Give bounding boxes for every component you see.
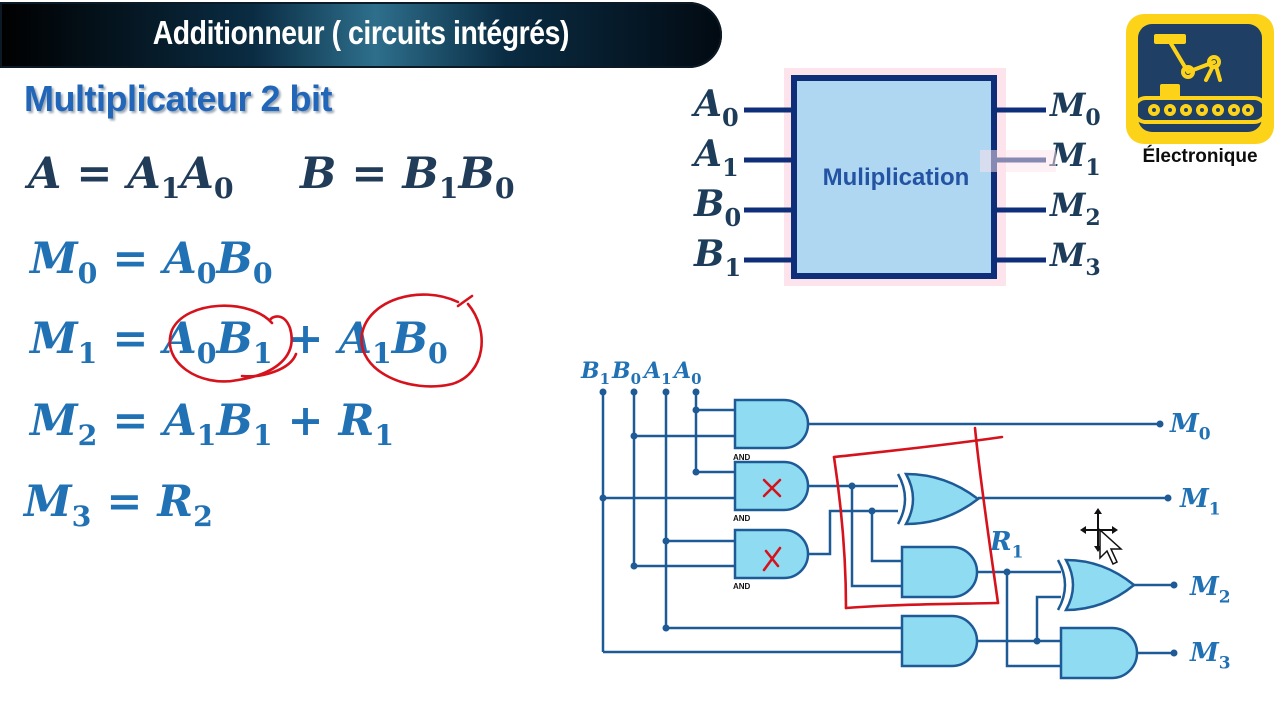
block-output-label: M1 — [1049, 136, 1101, 181]
xor-gate-back-curve — [1056, 559, 1067, 611]
circuit-wire — [870, 511, 902, 563]
block-input-label: A1 — [691, 133, 739, 182]
circle-annotation-tail — [240, 352, 298, 378]
circle-annotation-a0b1 — [168, 304, 293, 383]
highlight-mark — [980, 150, 1056, 172]
bus-junction — [630, 388, 638, 396]
and-gate-a0b0 — [733, 398, 810, 450]
xor-gate-back-curve — [896, 473, 907, 525]
cross-annotation-1 — [762, 478, 782, 498]
wire-junction — [630, 562, 638, 570]
block-input-label: A0 — [691, 83, 739, 132]
title-banner — [0, 2, 722, 68]
wire-junction — [1170, 649, 1178, 657]
page-title: Additionneur ( circuits intégrés) — [152, 14, 570, 51]
circle-annotation-tick — [456, 294, 474, 308]
wire-junction — [848, 482, 856, 490]
robot-arm-conveyor-icon — [1132, 34, 1268, 124]
and-gate-m3 — [1059, 626, 1139, 680]
wire-junction — [868, 507, 876, 515]
circle-annotation-a1b0 — [360, 293, 483, 388]
equation-m2: M2 = A1B1 + R1 — [30, 396, 395, 452]
circuit-wire — [850, 486, 902, 588]
block-label: Muliplication — [823, 164, 970, 191]
circuit-input-label: B0 — [611, 358, 641, 388]
gate-label: AND — [733, 453, 751, 462]
equation-m0: M0 = A0B0 — [30, 234, 273, 290]
multiplication-block — [791, 75, 997, 279]
wire-junction — [692, 468, 700, 476]
wire-junction — [692, 406, 700, 414]
block-input-label: B0 — [693, 183, 741, 232]
wire-junction — [662, 537, 670, 545]
and-gate-r1 — [900, 545, 979, 599]
wire-junction — [599, 494, 607, 502]
xor-gate-m1 — [903, 472, 981, 526]
section-subtitle: Multiplicateur 2 bit — [24, 78, 333, 119]
r1-label: R1 — [989, 527, 1023, 562]
bus-junction — [599, 388, 607, 396]
equation-b-definition: B = B1B0 — [300, 149, 515, 205]
circuit-output-label: M0 — [1169, 409, 1211, 444]
channel-logo — [1126, 14, 1274, 144]
circuit-output-label: M3 — [1189, 638, 1231, 673]
circuit-wire — [1035, 595, 1061, 641]
circuit-input-label: A1 — [642, 358, 672, 388]
block-input-label: B1 — [693, 233, 741, 282]
and-gate-a1b1 — [900, 614, 979, 668]
circuit-input-label: B1 — [580, 358, 610, 388]
box-annotation-bottom — [844, 601, 1000, 610]
block-output-label: M3 — [1049, 236, 1101, 281]
circuit-output-label: M1 — [1179, 484, 1221, 519]
bus-junction — [692, 388, 700, 396]
equation-m3: M3 = R2 — [24, 477, 213, 533]
xor-gate-m2 — [1063, 558, 1136, 612]
block-output-label: M2 — [1049, 186, 1101, 231]
box-annotation-right — [973, 426, 1000, 605]
wire-junction — [1170, 581, 1178, 589]
gate-label: AND — [733, 582, 751, 591]
logo-label: Électronique — [1142, 146, 1258, 167]
and-gate-a1b0 — [733, 528, 810, 580]
wire-junction — [1156, 420, 1164, 428]
box-annotation-left — [832, 455, 848, 610]
circuit-wire — [808, 509, 898, 556]
mouse-cursor-icon — [1080, 508, 1123, 566]
wire-junction — [1164, 494, 1172, 502]
pointer-arrow-icon — [1099, 528, 1123, 566]
circuit-wire — [1005, 572, 1061, 668]
equation-a-definition: A = A1A0 — [28, 149, 234, 205]
gate-label: AND — [733, 514, 751, 523]
block-output-label: M0 — [1049, 86, 1101, 131]
cross-annotation-2 — [762, 546, 782, 572]
bus-junction — [662, 388, 670, 396]
circuit-output-label: M2 — [1189, 572, 1231, 607]
wire-junction — [630, 432, 638, 440]
move-cross-icon — [1084, 512, 1114, 548]
wire-junction — [662, 624, 670, 632]
box-annotation-top — [832, 435, 1004, 459]
circuit-input-label: A0 — [672, 358, 702, 388]
